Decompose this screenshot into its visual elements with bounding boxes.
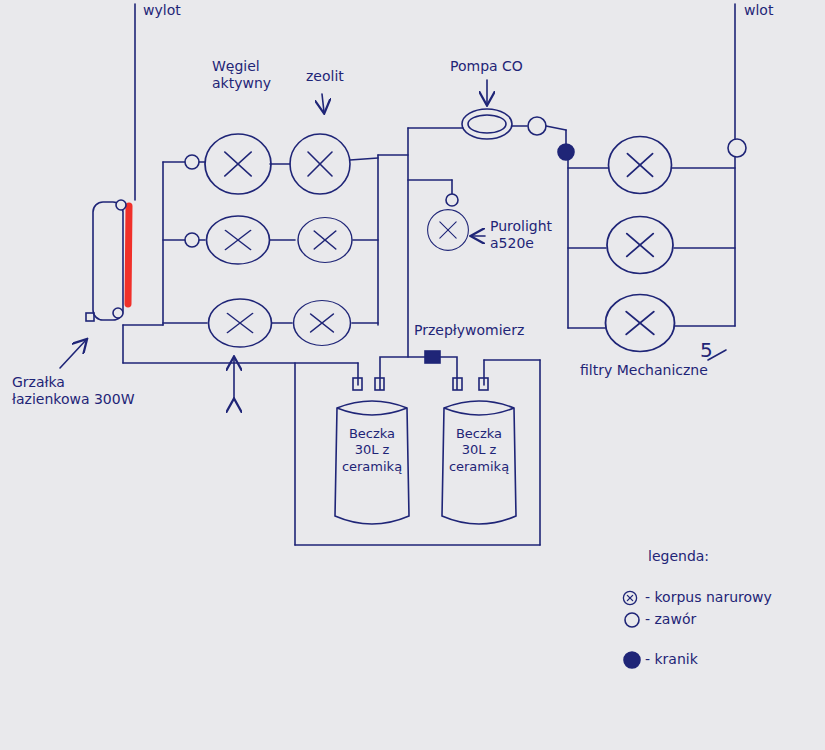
barrel-text: Beczka 30L z ceramiką [444, 426, 514, 475]
legend-text: - kranik [645, 651, 698, 668]
legend-text: - korpus narurowy [645, 589, 772, 606]
filters-label: filtry Mechaniczne [580, 362, 708, 379]
note-number: 5 [700, 338, 713, 362]
outlet-label: wylot [143, 2, 181, 19]
legend-title: legenda: [648, 548, 709, 565]
pump-label: Pompa CO [450, 58, 523, 75]
uv-lamp-label: Purolight a520e [490, 218, 570, 252]
zeolite-label: zeolit [306, 68, 344, 85]
carbon-label: Węgiel aktywny [212, 58, 292, 92]
inlet-label: wlot [744, 2, 773, 19]
barrel: Beczka 30L z ceramiką [440, 392, 518, 530]
pipe-connector [380, 357, 457, 390]
barrel-text: Beczka 30L z ceramiką [337, 426, 407, 475]
heater-label: Grzałka łazienkowa 300W [12, 374, 142, 408]
flowmeter-label: Przepływomierz [414, 322, 524, 339]
barrel: Beczka 30L z ceramiką [333, 392, 411, 530]
legend-text: - zawór [645, 611, 696, 628]
